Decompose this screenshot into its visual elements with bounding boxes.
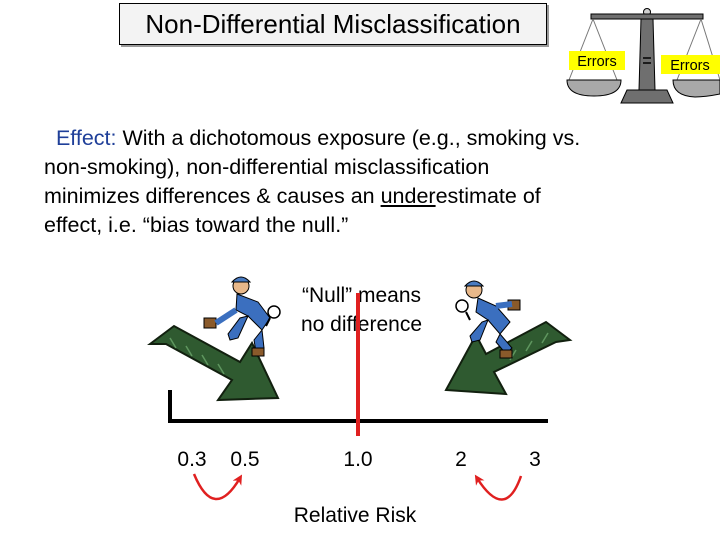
curved-arrow-right <box>474 474 523 501</box>
effect-line-1: Effect: With a dichotomous exposure (e.g… <box>44 124 684 153</box>
curved-arrow-left <box>192 473 243 501</box>
axis-title: Relative Risk <box>293 504 417 527</box>
effect-line-3-suffix: estimate of <box>435 184 541 208</box>
slide-title: Non-Differential Misclassification <box>145 9 521 39</box>
axis-tick-label: 2 <box>455 448 467 471</box>
balance-scale-icon: Errors Errors <box>566 8 720 104</box>
null-note-line-1: “Null” means <box>301 284 422 307</box>
effect-line-4: effect, i.e. “bias toward the null.” <box>44 213 349 237</box>
effect-underlined-word: under <box>380 184 436 208</box>
scale-right-label: Errors <box>670 58 709 74</box>
null-note: “Null” means no difference <box>284 281 439 339</box>
effect-line-1-text: With a dichotomous exposure (e.g., smoki… <box>116 126 581 150</box>
effect-keyword: Effect: <box>55 126 117 150</box>
axis-tick-label: 0.5 <box>230 448 259 471</box>
green-arrow-left-icon <box>147 324 280 402</box>
scale-left-label-bg <box>569 51 625 70</box>
detective-figure-right-icon <box>455 280 521 359</box>
axis-tick-label: 1.0 <box>343 448 372 471</box>
axis-tick-label: 0.3 <box>177 448 206 471</box>
axis-tick-labels: 0.3 0.5 1.0 2 3 <box>177 448 540 471</box>
effect-line-2: non-smoking), non-differential misclassi… <box>44 155 490 179</box>
scale-left-label: Errors <box>577 54 616 70</box>
axis-tick-label: 3 <box>529 448 541 471</box>
null-note-line-2: no difference <box>300 313 423 336</box>
detective-figure-left-icon <box>203 276 281 357</box>
effect-paragraph: Effect: With a dichotomous exposure (e.g… <box>44 124 684 240</box>
title-box <box>119 3 547 45</box>
effect-line-3: minimizes differences & causes an undere… <box>44 182 684 211</box>
scale-right-label-bg <box>661 55 720 74</box>
effect-line-3-prefix: minimizes differences & causes an <box>44 184 381 208</box>
